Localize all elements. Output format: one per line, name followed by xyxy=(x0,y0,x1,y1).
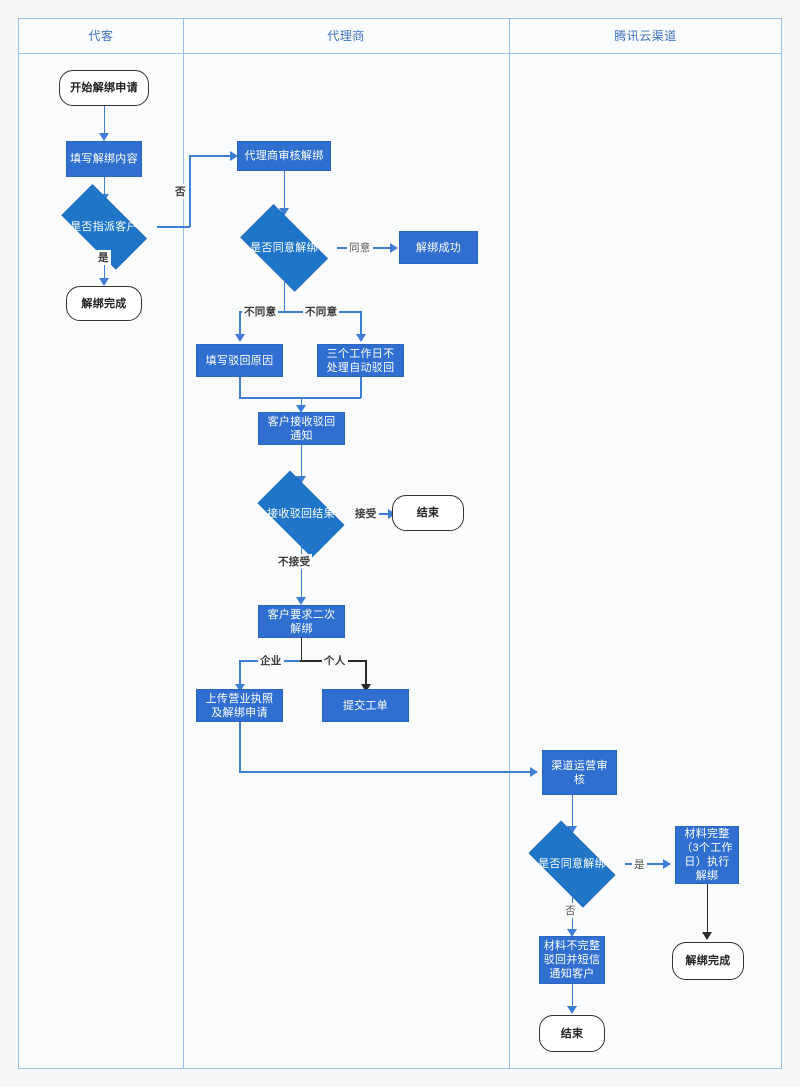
edge-label-yes-assign: 是 xyxy=(96,250,111,265)
node-assign-customer-label: 是否指派客户 xyxy=(70,221,138,233)
arrowhead-upload-to-channel xyxy=(530,767,538,777)
node-end-tencent[interactable]: 结束 xyxy=(539,1015,605,1052)
node-unbind-done-left[interactable]: 解绑完成 xyxy=(66,286,142,321)
node-customer-notice[interactable]: 客户接收驳回通知 xyxy=(258,412,345,445)
node-channel-agree-label: 是否同意解绑 xyxy=(538,858,606,870)
edge-autoreject-down xyxy=(360,377,362,398)
arrowhead-channelreview-to-agree xyxy=(567,826,577,834)
arrowhead-notice-to-result xyxy=(296,476,306,484)
edge-individual-v xyxy=(365,660,367,687)
arrowhead-channel-yes xyxy=(663,859,671,869)
edge-assign-no-h1 xyxy=(157,226,190,228)
arrowhead-incomplete-to-end xyxy=(567,1006,577,1014)
arrowhead-assign-yes xyxy=(99,278,109,286)
edge-label-enterprise: 企业 xyxy=(258,653,284,668)
edge-agentreview-to-agree xyxy=(283,171,285,213)
node-channel-review[interactable]: 渠道运营审核 xyxy=(542,750,617,795)
arrowhead-merge-notice xyxy=(296,405,306,413)
node-start-apply[interactable]: 开始解绑申请 xyxy=(59,70,149,106)
node-fill-reject-reason[interactable]: 填写驳回原因 xyxy=(196,344,283,377)
arrowhead-auto-reject xyxy=(355,334,366,342)
edge-incomplete-to-end xyxy=(571,984,573,1010)
edge-fill-to-assign xyxy=(103,177,105,199)
arrowhead-enterprise xyxy=(234,684,245,692)
edge-material-complete-down xyxy=(706,884,708,936)
edge-not-accept xyxy=(300,545,302,601)
node-unbind-success[interactable]: 解绑成功 xyxy=(399,231,478,264)
edge-enterprise-v xyxy=(239,660,241,687)
lane-divider-1 xyxy=(183,19,184,1068)
lane-header-divider xyxy=(19,53,781,54)
edge-channelreview-to-agree xyxy=(571,795,573,831)
lane-title-customer: 代客 xyxy=(88,29,114,43)
edge-upload-down xyxy=(239,722,241,772)
node-agree-unbind-label: 是否同意解绑 xyxy=(250,242,318,254)
node-agree-unbind[interactable]: 是否同意解绑 xyxy=(231,204,337,292)
lane-divider-2 xyxy=(509,19,510,1068)
node-reject-result[interactable]: 接收驳回结果 xyxy=(248,470,354,558)
node-material-incomplete[interactable]: 材料不完整驳回并短信通知客户 xyxy=(539,936,605,984)
node-assign-customer[interactable]: 是否指派客户 xyxy=(51,184,157,270)
edge-agree-no-right-v xyxy=(360,311,362,337)
edge-start-to-fill xyxy=(103,106,105,136)
node-upload-license[interactable]: 上传营业执照及解绑申请 xyxy=(196,689,283,722)
node-end-agent[interactable]: 结束 xyxy=(392,495,464,531)
edge-upload-to-channel xyxy=(239,771,532,773)
edge-label-not-accept: 不接受 xyxy=(276,554,313,569)
node-fill-unbind[interactable]: 填写解绑内容 xyxy=(66,141,142,177)
edge-label-channel-yes: 是 xyxy=(632,857,647,872)
edge-assign-no-h2 xyxy=(189,155,234,157)
edge-agree-no-v xyxy=(283,280,285,312)
arrowhead-start-to-fill xyxy=(99,133,109,141)
arrowhead-material-complete-down xyxy=(702,932,712,940)
edge-agree-no-left-v xyxy=(239,311,241,337)
edge-label-individual: 个人 xyxy=(322,653,348,668)
edge-label-disagree-right: 不同意 xyxy=(303,304,340,319)
edge-second-down xyxy=(300,638,302,661)
node-auto-reject[interactable]: 三个工作日不处理自动驳回 xyxy=(317,344,404,377)
arrowhead-agentreview-to-agree xyxy=(279,208,289,216)
edge-assign-yes xyxy=(103,257,105,283)
edge-agree-no-h xyxy=(239,311,361,313)
node-second-unbind[interactable]: 客户要求二次解绑 xyxy=(258,605,345,638)
node-agent-review[interactable]: 代理商审核解绑 xyxy=(237,141,331,171)
edge-merge-v xyxy=(300,397,302,408)
node-material-complete[interactable]: 材料完整（3个工作日）执行解绑 xyxy=(675,826,739,884)
edge-label-agree: 同意 xyxy=(347,240,373,255)
edge-label-disagree-left: 不同意 xyxy=(242,304,279,319)
arrowhead-assign-no xyxy=(230,151,238,161)
node-reject-result-label: 接收驳回结果 xyxy=(267,508,335,520)
node-unbind-done-right[interactable]: 解绑完成 xyxy=(672,942,744,980)
node-channel-agree[interactable]: 是否同意解绑 xyxy=(519,820,625,908)
arrowhead-agree-yes xyxy=(390,243,398,253)
node-submit-ticket[interactable]: 提交工单 xyxy=(322,689,409,722)
swimlane-frame: 代客 代理商 腾讯云渠道 xyxy=(18,18,782,1069)
arrowhead-fill-reject xyxy=(234,334,245,342)
arrowhead-individual xyxy=(360,684,371,692)
arrowhead-not-accept xyxy=(296,597,306,605)
edge-label-channel-no: 否 xyxy=(563,903,578,918)
edge-label-no-assign: 否 xyxy=(173,184,188,199)
lane-title-agent: 代理商 xyxy=(327,29,365,43)
arrowhead-channel-no xyxy=(567,929,577,937)
edge-label-accept: 接受 xyxy=(353,506,379,521)
lane-title-tencent: 腾讯云渠道 xyxy=(614,29,677,43)
edge-merge-h xyxy=(239,397,361,399)
edge-notice-to-result xyxy=(300,445,302,481)
edge-assign-no-v xyxy=(189,155,191,227)
edge-fillreject-down xyxy=(239,377,241,398)
